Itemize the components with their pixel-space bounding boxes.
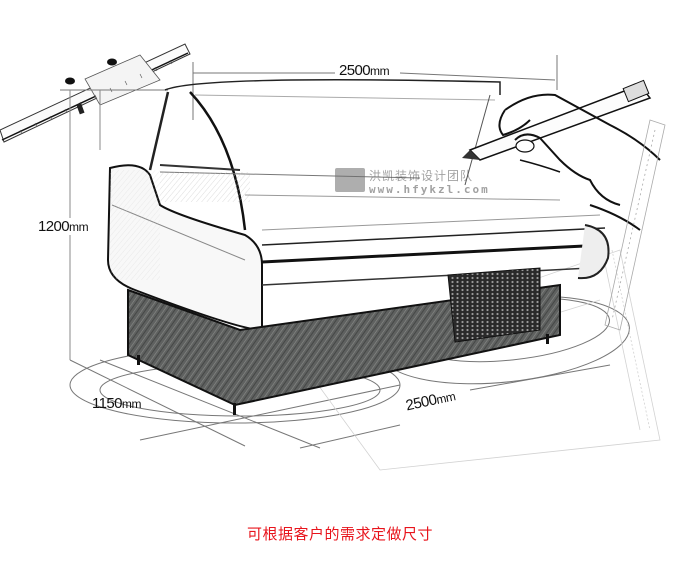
dimension-unit: mm [434,389,457,407]
granite-base [127,267,561,415]
glass-canopy [148,79,561,231]
custom-size-caption: 可根据客户的需求定做尺寸 [246,525,433,543]
watermark-url: www.hfykzl.com [369,183,490,196]
dimension-value: 1150 [92,395,122,412]
dimension-unit: mm [121,397,142,411]
watermark-logo-icon [335,168,365,192]
watermark: 洪凯装饰设计团队 www.hfykzl.com [335,158,505,208]
dimension-unit: mm [68,220,89,234]
dimension-value: 2500 [339,62,371,79]
dimension-value: 1200 [38,218,70,235]
watermark-name: 洪凯装饰设计团队 [369,169,474,183]
dimension-top-width: 2500mm [337,62,392,79]
dimension-depth: 1150mm [90,395,143,412]
side-ruler [604,119,666,331]
hand-with-pencil-illustration [462,79,661,231]
cabinet-shell [106,164,610,332]
dimension-unit: mm [369,64,390,78]
top-dimension-lines [192,55,558,120]
dimension-height: 1200mm [36,218,91,235]
